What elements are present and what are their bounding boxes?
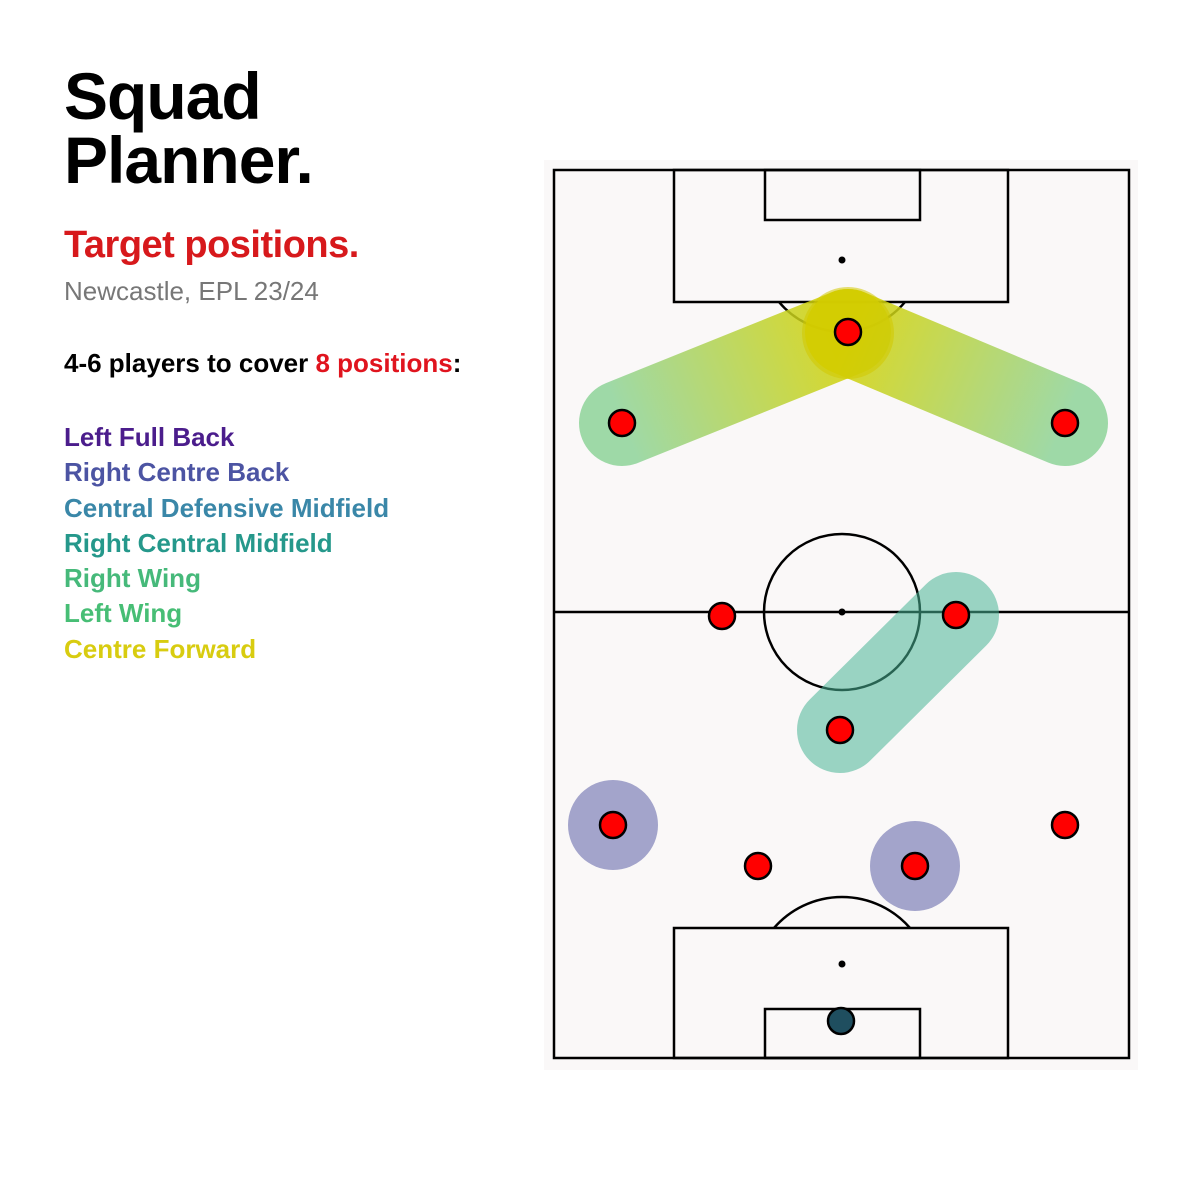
legend-item-central-defensive-midfield: Central Defensive Midfield: [64, 492, 390, 523]
player-marker-right-central-midfield: [941, 600, 971, 630]
player-marker-goalkeeper: [826, 1006, 856, 1036]
position-zones: [568, 287, 1108, 911]
legend-item-left-wing: Left Wing: [64, 598, 183, 629]
top-penalty-spot: [838, 256, 846, 264]
zone-central-midfield: [797, 572, 999, 773]
title-line-1: Squad: [64, 59, 262, 133]
coverage-summary: 4-6 players to cover 8 positions:: [64, 348, 461, 379]
legend-item-right-central-midfield: Right Central Midfield: [64, 527, 333, 558]
centre-spot: [838, 608, 846, 616]
bottom-penalty-spot: [838, 960, 846, 968]
pitch-svg: [544, 160, 1138, 1070]
player-marker-right-full-back: [1050, 810, 1080, 840]
legend-item-centre-forward: Centre Forward: [64, 633, 257, 664]
legend-item-right-centre-back: Right Centre Back: [64, 457, 290, 488]
player-marker-defensive-midfield: [825, 715, 855, 745]
players: [598, 317, 1080, 1036]
title-line-2: Planner.: [64, 123, 314, 197]
subtitle: Target positions.: [64, 224, 359, 266]
coverage-suffix: :: [452, 348, 462, 378]
coverage-accent: 8 positions: [315, 348, 453, 378]
player-marker-centre-forward: [833, 317, 863, 347]
pitch-spots: [838, 256, 846, 968]
bottom-penalty-arc: [773, 895, 911, 929]
player-marker-left-centre-back: [743, 851, 773, 881]
team-season-label: Newcastle, EPL 23/24: [64, 276, 319, 306]
player-marker-right-wing: [1050, 408, 1080, 438]
player-marker-left-full-back: [598, 810, 628, 840]
pitch-diagram: [544, 160, 1138, 1070]
player-marker-right-centre-back: [900, 851, 930, 881]
coverage-prefix: 4-6 players to cover: [64, 348, 316, 378]
position-legend: Left Full Back Right Centre Back Central…: [64, 420, 389, 667]
legend-item-left-full-back: Left Full Back: [64, 422, 235, 452]
player-marker-left-central-midfield: [707, 601, 737, 631]
legend-item-right-wing: Right Wing: [64, 563, 201, 594]
top-six-yard-box: [763, 168, 922, 222]
player-marker-left-wing: [607, 408, 637, 438]
page-title: Squad Planner.: [64, 59, 314, 197]
